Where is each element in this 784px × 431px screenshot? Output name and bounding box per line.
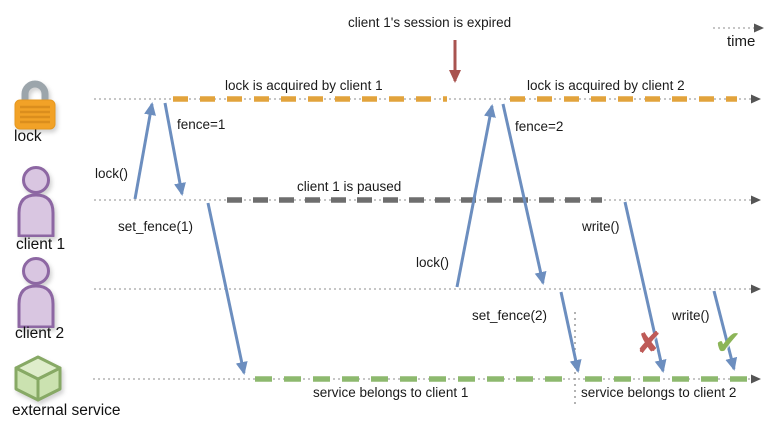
message-label-lock-call-1: lock() [95,166,128,181]
arrow-fence-1 [163,102,186,196]
message-label-fence-1: fence=1 [177,117,226,132]
segment-label-client1-paused: client 1 is paused [297,179,402,194]
arrow-write-rejected [623,201,667,373]
person-icon-client2 [14,256,58,333]
arrow-set-fence-1 [206,202,248,375]
segment-label-service-client1: service belongs to client 1 [313,385,469,400]
arrow-lock-call-1 [133,102,156,200]
message-label-fence-2: fence=2 [515,119,564,134]
message-label-write-1: write() [582,219,620,234]
time-label: time [727,33,756,50]
message-label-lock-call-2: lock() [416,255,449,270]
message-label-write-2: write() [672,308,710,323]
actor-label-client2: client 2 [15,325,65,342]
actor-label-lock: lock [14,128,42,145]
arrow-write-accepted [712,290,738,371]
accept-check-icon: ✔ [714,323,742,362]
segment-label-lock-client1: lock is acquired by client 1 [225,78,383,93]
segment-label-service-client2: service belongs to client 2 [581,385,737,400]
arrow-fence-2 [501,103,547,285]
message-label-set-fence-1: set_fence(1) [118,219,194,234]
segment-label-lock-client2: lock is acquired by client 2 [527,78,685,93]
session-expired-label: client 1's session is expired [348,15,512,30]
cube-icon [13,355,63,408]
padlock-icon [13,76,57,136]
person-icon-client1 [14,165,58,242]
message-label-set-fence-2: set_fence(2) [472,308,548,323]
arrow-lock-call-2 [455,104,496,288]
actor-label-service: external service [12,402,121,419]
reject-x-icon: ✘ [636,326,662,361]
actor-label-client1: client 1 [16,236,66,253]
arrow-set-fence-2 [559,291,582,373]
